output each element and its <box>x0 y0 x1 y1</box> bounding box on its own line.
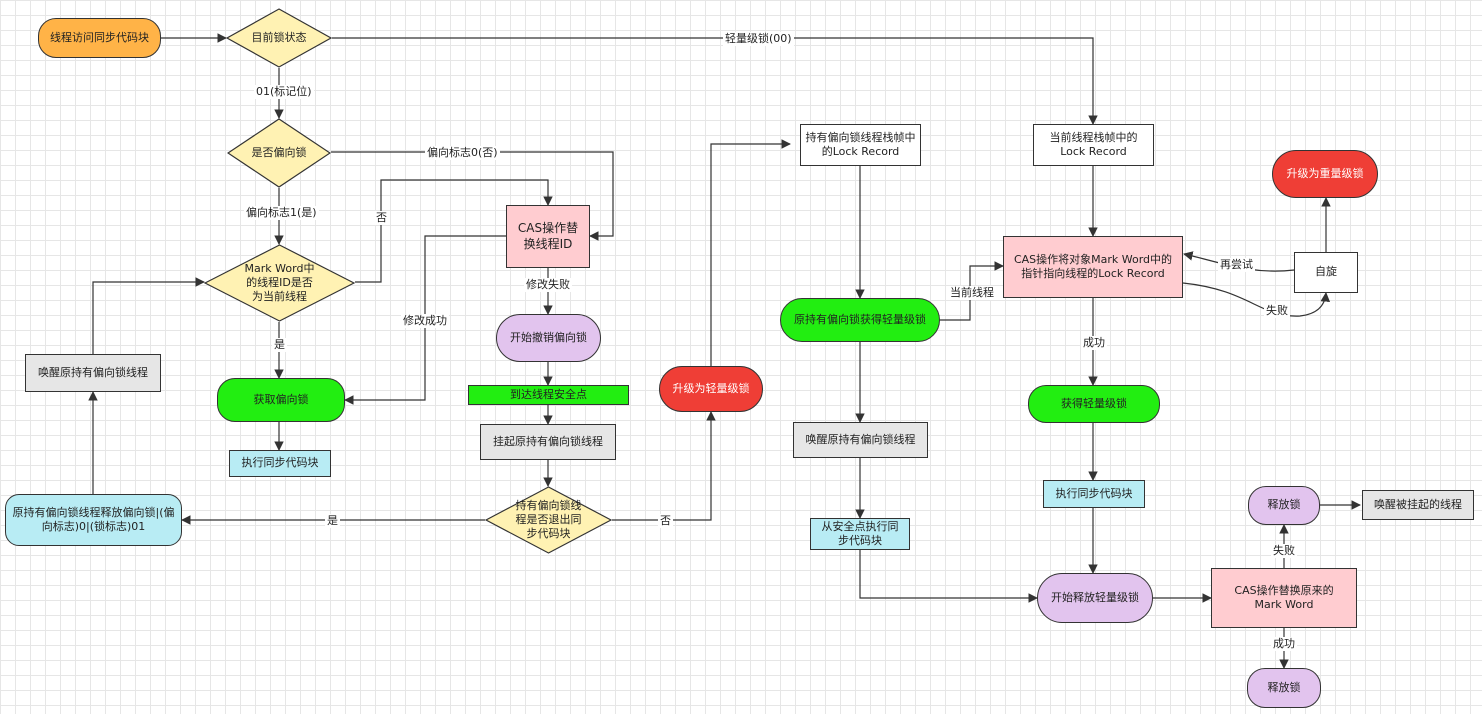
upgrade-lightweight-node[interactable]: 升级为轻量级锁 <box>659 366 763 412</box>
edge-label-flag-01: 01(标记位) <box>254 85 314 99</box>
edge-label-no-2: 否 <box>658 514 673 528</box>
edge-label-biased-flag-1: 偏向标志1(是) <box>244 206 319 220</box>
edge-label-retry: 再尝试 <box>1218 258 1255 272</box>
edge-resume-to-release <box>859 550 1038 603</box>
edge-label-yes-1: 是 <box>272 338 287 352</box>
holder-frame-lock-record-node[interactable]: 持有偏向锁线程栈帧中的Lock Record <box>800 124 921 166</box>
current-frame-lock-record-node[interactable]: 当前线程栈帧中的Lock Record <box>1033 124 1154 166</box>
edge-label-biased-flag-0: 偏向标志0(否) <box>425 146 500 160</box>
is-biased-decision[interactable]: 是否偏向锁 <box>227 118 331 188</box>
get-lightweight-node[interactable]: 获得轻量级锁 <box>1028 385 1160 423</box>
cas-mark-word-node[interactable]: CAS操作将对象Mark Word中的指针指向线程的Lock Record <box>1003 236 1183 298</box>
edge-label-current-thread: 当前线程 <box>948 286 996 300</box>
revoke-biased-start-node[interactable]: 开始撤销偏向锁 <box>496 314 601 362</box>
edge-cas-fail-spin <box>1182 282 1331 317</box>
safepoint-node[interactable]: 到达线程安全点 <box>468 385 629 405</box>
edge-upgrade-to-holder-record <box>710 139 791 366</box>
is-biased-label: 是否偏向锁 <box>251 145 307 159</box>
mark-word-thread-id-label: Mark Word中的线程ID是否为当前线程 <box>244 261 315 304</box>
wake-holder-2-node[interactable]: 唤醒原持有偏向锁线程 <box>793 422 928 458</box>
edge-label-modify-success: 修改成功 <box>401 314 449 328</box>
edge-mw-check-no <box>355 179 553 283</box>
edge-label-fail-2: 失败 <box>1271 544 1297 558</box>
release-lightweight-start-node[interactable]: 开始释放轻量级锁 <box>1037 573 1153 623</box>
holder-gets-lightweight-node[interactable]: 原持有偏向锁获得轻量级锁 <box>780 298 940 342</box>
exec-sync-block-1-node[interactable]: 执行同步代码块 <box>229 450 331 477</box>
acquire-biased-lock-node[interactable]: 获取偏向锁 <box>217 378 345 422</box>
cas-restore-mark-word-node[interactable]: CAS操作替换原来的Mark Word <box>1211 568 1357 628</box>
release-lock-2-node[interactable]: 释放锁 <box>1247 668 1321 708</box>
release-biased-node[interactable]: 原持有偏向锁线程释放偏向锁|(偏向标志)0|(锁标志)01 <box>5 494 182 546</box>
edge-lock-state-lightweight <box>332 37 1098 125</box>
holder-exited-decision[interactable]: 持有偏向锁线程是否退出同步代码块 <box>485 486 612 554</box>
edge-label-yes-2: 是 <box>325 514 340 528</box>
mark-word-thread-id-decision[interactable]: Mark Word中的线程ID是否为当前线程 <box>204 244 355 322</box>
edge-label-no-1: 否 <box>374 211 389 225</box>
wake-biased-holder-node[interactable]: 唤醒原持有偏向锁线程 <box>25 354 161 392</box>
edge-wake-to-mw-check <box>92 277 205 354</box>
edge-label-fail-1: 失败 <box>1264 304 1290 318</box>
resume-from-safepoint-node[interactable]: 从安全点执行同步代码块 <box>810 518 910 550</box>
edge-label-success-1: 成功 <box>1081 336 1107 350</box>
edge-label-success-2: 成功 <box>1271 637 1297 651</box>
suspend-holder-node[interactable]: 挂起原持有偏向锁线程 <box>480 424 616 460</box>
start-node[interactable]: 线程访问同步代码块 <box>38 18 161 58</box>
edge-exited-no <box>612 411 716 521</box>
lock-state-decision[interactable]: 目前锁状态 <box>226 8 332 68</box>
edge-label-modify-fail: 修改失败 <box>524 278 572 292</box>
exec-sync-block-2-node[interactable]: 执行同步代码块 <box>1043 480 1145 508</box>
spin-node[interactable]: 自旋 <box>1294 252 1358 293</box>
wake-suspended-thread-node[interactable]: 唤醒被挂起的线程 <box>1362 490 1474 520</box>
holder-exited-label: 持有偏向锁线程是否退出同步代码块 <box>515 498 582 541</box>
upgrade-heavyweight-node[interactable]: 升级为重量级锁 <box>1272 150 1378 198</box>
cas-replace-thread-id-node[interactable]: CAS操作替换线程ID <box>506 205 590 268</box>
edge-label-lightweight-00: 轻量级锁(00) <box>723 32 794 46</box>
release-lock-1-node[interactable]: 释放锁 <box>1248 486 1320 525</box>
lock-state-label: 目前锁状态 <box>251 30 307 44</box>
